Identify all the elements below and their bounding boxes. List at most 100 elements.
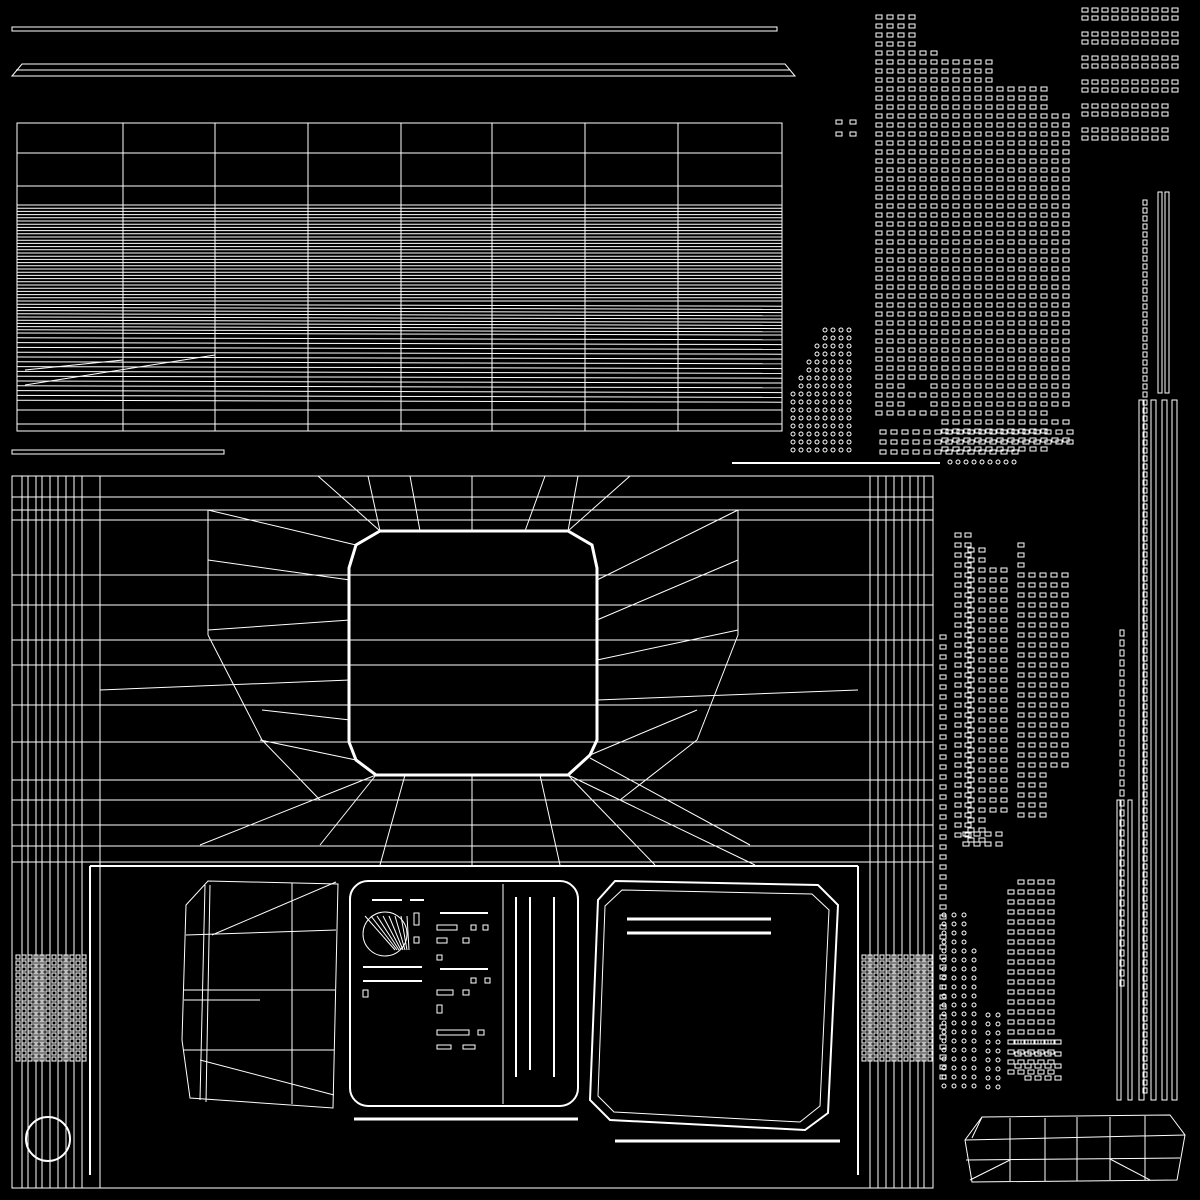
uv-island [939,924,947,930]
uv-island [1029,347,1037,353]
mesh-cell [45,966,51,972]
uv-dot [814,447,820,453]
uv-island [996,446,1004,452]
uv-island [1037,979,1045,985]
uv-island [1066,439,1074,445]
mesh-cell [45,978,51,984]
uv-island [1028,712,1036,718]
uv-island [939,764,947,770]
mesh-cell [15,1008,21,1014]
uv-island [1007,401,1015,407]
uv-island [908,68,916,74]
uv-island [1029,158,1037,164]
mesh-cell [21,954,27,960]
uv-island [1161,7,1169,13]
uv-island [941,131,949,137]
uv-island [995,841,1003,847]
uv-dot [814,367,820,373]
uv-dot [985,1021,991,1027]
mesh-cell [915,984,921,990]
strip-cell [1142,1023,1148,1030]
uv-island [908,122,916,128]
uv-island [952,185,960,191]
mesh-cell [885,984,891,990]
uv-island [974,212,982,218]
uv-island [941,275,949,281]
uv-island [1027,979,1035,985]
uv-island [886,131,894,137]
uv-island [908,338,916,344]
uv-dot [822,359,828,365]
uv-island [978,757,986,763]
mesh-cell [909,1020,915,1026]
uv-island [912,439,920,445]
uv-island [1000,597,1008,603]
mesh-cell [45,984,51,990]
mesh-cell [15,966,21,972]
uv-island [952,410,960,416]
mesh-cell [897,1026,903,1032]
uv-dot [822,439,828,445]
uv-dot [806,423,812,429]
mesh-cell [39,990,45,996]
mesh-cell [867,1026,873,1032]
mesh-cell [891,1014,897,1020]
uv-island [978,747,986,753]
uv-island [939,644,947,650]
screen-panel-shell [588,879,840,1143]
uv-island [1011,449,1019,455]
uv-island [1028,742,1036,748]
strip-cell [1142,327,1148,334]
uv-island [1007,329,1015,335]
uv-island [952,158,960,164]
uv-island [945,429,953,435]
uv-dot [941,1056,947,1062]
mesh-cell [81,1038,87,1044]
mesh-cell [69,972,75,978]
uv-island [1000,727,1008,733]
uv-island [989,627,997,633]
uv-island [886,311,894,317]
uv-island [919,356,927,362]
mesh-cell [897,1002,903,1008]
uv-island [939,694,947,700]
uv-island [1047,969,1055,975]
strip-cell [1142,279,1148,286]
mesh-cell [921,966,927,972]
uv-island [919,104,927,110]
mesh-cell [885,1002,891,1008]
mesh-cell [879,1002,885,1008]
uv-dot [846,383,852,389]
uv-island [1000,587,1008,593]
uv-island [879,439,887,445]
uv-island [1040,212,1048,218]
uv-island [897,221,905,227]
control-button [362,989,369,998]
mesh-cell [921,972,927,978]
uv-island [1007,392,1015,398]
uv-island [1007,293,1015,299]
small-strip-shell [11,449,225,455]
uv-island [974,446,982,452]
uv-island [1017,889,1025,895]
uv-island [897,311,905,317]
uv-island [964,712,972,718]
uv-island [954,652,962,658]
mesh-cell [33,1008,39,1014]
mesh-cell [63,972,69,978]
uv-island [1039,662,1047,668]
uv-island [1119,789,1125,797]
uv-dot [985,1057,991,1063]
strip-cell [1142,607,1148,614]
uv-island [1017,949,1025,955]
grille-line [370,915,398,951]
mesh-cell [51,960,57,966]
uv-dot [830,367,836,373]
uv-island [1061,762,1069,768]
uv-island [1017,702,1025,708]
mesh-cell [873,966,879,972]
mesh-cell [27,960,33,966]
uv-island [941,320,949,326]
uv-island [996,104,1004,110]
uv-island [1171,7,1179,13]
